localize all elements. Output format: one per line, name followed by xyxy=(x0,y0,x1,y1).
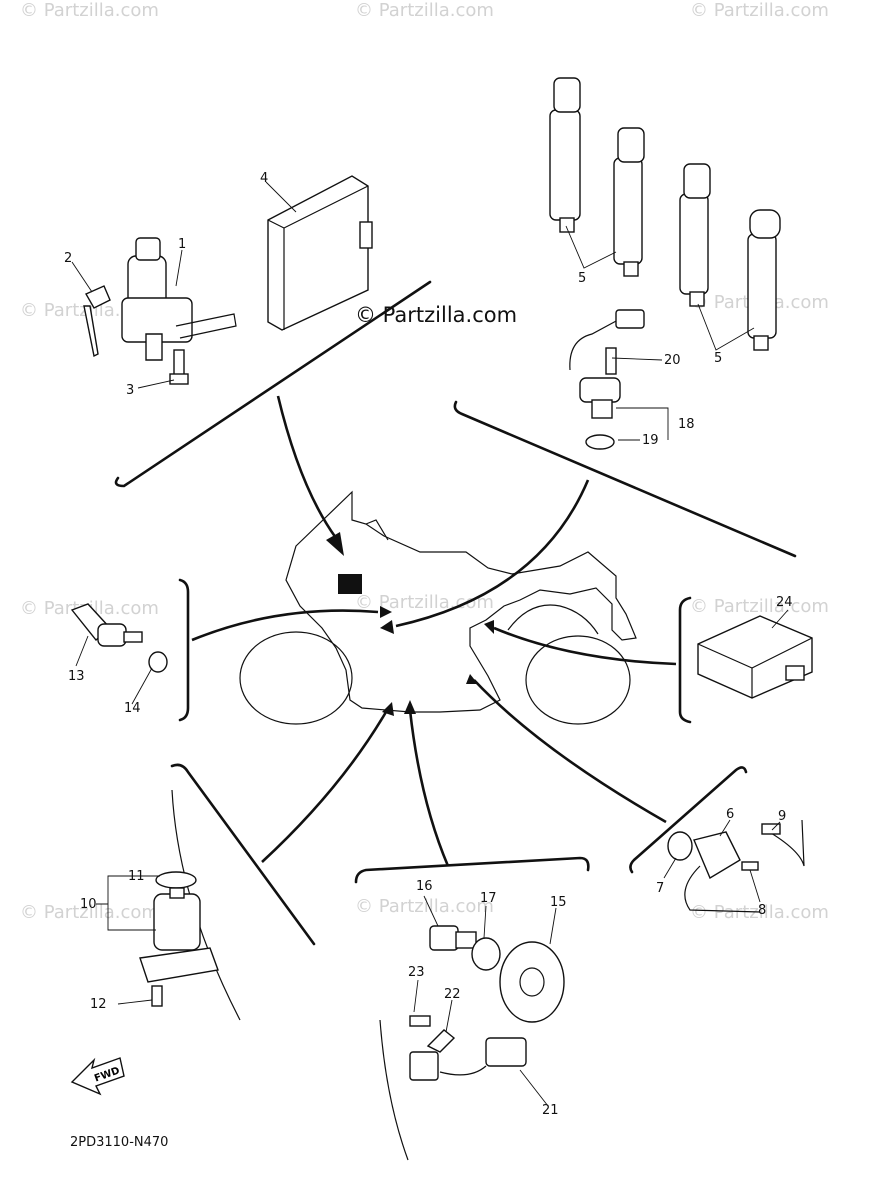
callout-24: 24 xyxy=(776,595,793,610)
callout-23: 23 xyxy=(408,965,425,980)
callout-1: 1 xyxy=(178,237,186,252)
frame-right-unit xyxy=(678,596,692,724)
ignition-switch-part xyxy=(121,237,237,361)
fwd-arrow: FWD xyxy=(70,1057,125,1096)
callout-13: 13 xyxy=(68,669,85,684)
diagram-reference-code: 2PD3110-N470 xyxy=(70,1135,168,1150)
gear-sensor-part xyxy=(667,819,805,913)
callout-16: 16 xyxy=(416,879,433,894)
callout-3: 3 xyxy=(126,383,134,398)
watermark: © Partzilla.com xyxy=(355,592,494,613)
temp-sensor-part xyxy=(70,603,168,673)
ecu-marker xyxy=(338,574,362,594)
section-frames xyxy=(114,280,797,946)
watermark: © Partzilla.com xyxy=(355,896,494,917)
callout-20: 20 xyxy=(664,353,681,368)
frame-ignition-coils xyxy=(453,400,797,558)
callout-19: 19 xyxy=(642,433,659,448)
frame-ignition-ecu xyxy=(114,280,432,488)
callout-21: 21 xyxy=(542,1103,559,1118)
callout-10: 10 xyxy=(80,897,97,912)
key-part xyxy=(83,285,111,358)
watermark: © Partzilla.com xyxy=(690,0,829,21)
callout-15: 15 xyxy=(550,895,567,910)
ignition-coils-part xyxy=(549,77,781,351)
callout-2: 2 xyxy=(64,251,72,266)
callout-18: 18 xyxy=(678,417,695,432)
relay-unit-part xyxy=(697,615,813,699)
frame-pickup xyxy=(354,856,590,884)
callout-8: 8 xyxy=(758,903,766,918)
callout-9: 9 xyxy=(778,809,786,824)
watermark: © Partzilla.com xyxy=(690,596,829,617)
crank-sensor-part xyxy=(569,309,645,450)
callouts: 1 2 3 4 5 5 6 7 8 9 10 11 12 13 14 15 16… xyxy=(64,171,793,1118)
solenoid-part xyxy=(139,789,241,1021)
callout-7: 7 xyxy=(656,881,664,896)
callout-14: 14 xyxy=(124,701,141,716)
ecu-box-part xyxy=(267,175,373,331)
leader-lines xyxy=(71,181,789,1107)
callout-12: 12 xyxy=(90,997,107,1012)
bolt-part-3 xyxy=(169,349,189,385)
callout-22: 22 xyxy=(444,987,461,1002)
callout-5b: 5 xyxy=(714,351,722,366)
watermarks: © Partzilla.com © Partzilla.com © Partzi… xyxy=(20,0,829,923)
watermark: © Partzilla.com xyxy=(20,902,159,923)
watermark: © Partzilla.com xyxy=(20,0,159,21)
callout-17: 17 xyxy=(480,891,497,906)
callout-11: 11 xyxy=(128,869,145,884)
pickup-assembly-part xyxy=(379,925,565,1161)
frame-left-sensor xyxy=(178,578,190,722)
motorcycle-outline xyxy=(239,490,637,725)
callout-5a: 5 xyxy=(578,271,586,286)
watermark: © Partzilla.com xyxy=(355,0,494,21)
locator-arrows xyxy=(191,395,677,867)
callout-6: 6 xyxy=(726,807,734,822)
frame-sensor-right xyxy=(629,766,748,874)
frame-solenoid xyxy=(170,763,316,946)
callout-4: 4 xyxy=(260,171,268,186)
